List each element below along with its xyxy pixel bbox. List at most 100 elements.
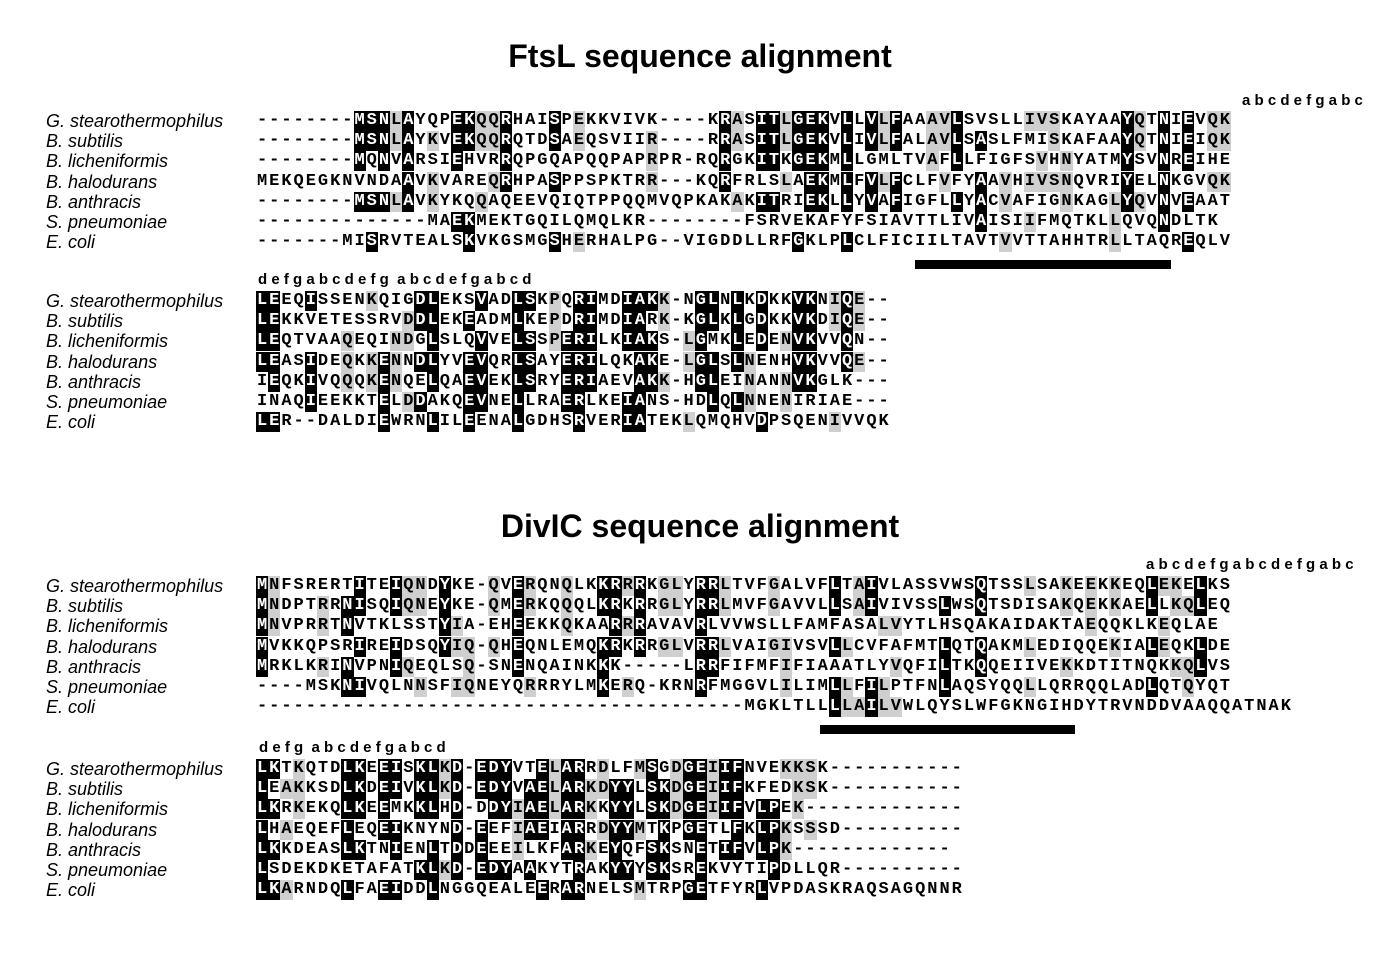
residue: - [915, 860, 926, 879]
residue: K [292, 799, 305, 820]
residue: A [1195, 191, 1206, 211]
residue: - [488, 697, 499, 717]
residue: - [342, 131, 353, 151]
residue: K [658, 799, 671, 820]
residue: A [633, 331, 646, 352]
species-label: G. stearothermophilus [46, 291, 224, 311]
residue: - [866, 331, 877, 351]
residue: T [281, 759, 292, 778]
residue: - [269, 111, 280, 130]
residue: Q [671, 191, 682, 211]
residue: T [427, 616, 438, 636]
residue: E [768, 779, 780, 799]
residue: K [622, 351, 633, 371]
residue: R [537, 677, 548, 696]
residue: S [646, 779, 659, 800]
residue: E [500, 392, 511, 411]
residue: S [963, 111, 975, 130]
residue: L [828, 596, 841, 617]
residue: N [341, 616, 354, 637]
residue: K [1171, 171, 1182, 191]
residue: S [659, 392, 670, 411]
residue: - [671, 171, 682, 191]
residue: S [548, 171, 561, 192]
residue: D [597, 759, 610, 779]
residue: R [572, 291, 586, 311]
residue: Y [621, 860, 634, 880]
residue: A [488, 291, 499, 310]
residue: I [865, 677, 878, 697]
residue: E [475, 759, 488, 779]
residue: C [988, 191, 999, 211]
residue: L [963, 151, 975, 171]
residue: E [841, 392, 853, 411]
residue: - [951, 759, 962, 778]
residue: T [915, 212, 926, 231]
residue: I [755, 111, 768, 131]
residue: V [354, 616, 365, 636]
residue: D [330, 779, 341, 799]
residue: A [731, 111, 744, 131]
residue: I [1024, 656, 1035, 676]
residue: A [1036, 616, 1048, 636]
residue: P [293, 596, 304, 616]
residue: I [561, 191, 572, 211]
residue: A [1073, 111, 1084, 130]
residue: I [890, 596, 901, 616]
residue: V [999, 232, 1012, 253]
residue: T [1244, 697, 1255, 717]
residue: Q [707, 151, 719, 171]
residue: K [1097, 576, 1109, 595]
residue: V [976, 232, 987, 252]
ftsl-transmembrane-bar [915, 260, 1171, 269]
residue: N [1134, 697, 1145, 717]
residue: L [670, 636, 683, 657]
residue: S [1048, 111, 1061, 131]
residue: P [525, 151, 536, 171]
residue: - [927, 839, 938, 859]
residue: V [451, 351, 463, 371]
residue: - [269, 232, 280, 252]
residue: E [804, 191, 817, 212]
residue: P [634, 232, 645, 252]
residue: - [951, 860, 962, 879]
residue: S [548, 131, 561, 152]
residue: - [317, 131, 329, 151]
residue: - [854, 839, 865, 859]
residue: - [915, 839, 926, 859]
residue: K [781, 311, 792, 331]
residue: Y [1085, 697, 1096, 717]
residue: Q [439, 371, 450, 391]
residue: E [378, 576, 390, 595]
residue: I [256, 392, 268, 411]
residue: R [378, 311, 390, 331]
residue: F [781, 232, 792, 252]
residue: L [755, 880, 768, 901]
residue: V [391, 311, 402, 331]
residue: - [878, 351, 889, 371]
residue: E [511, 636, 525, 657]
residue: K [1097, 596, 1109, 616]
residue: G [694, 331, 707, 352]
residue: G [403, 291, 414, 310]
residue: V [354, 171, 365, 191]
residue: A [402, 131, 415, 152]
residue: Y [963, 191, 975, 211]
residue: E [1097, 636, 1109, 656]
residue: E [572, 111, 586, 131]
residue: L [391, 392, 402, 411]
residue: S [427, 151, 438, 171]
residue: S [817, 880, 828, 900]
residue: H [561, 232, 572, 252]
residue: E [1182, 131, 1195, 152]
residue: E [768, 759, 780, 778]
residue: - [659, 212, 670, 231]
residue: F [939, 151, 950, 171]
residue: K [451, 596, 463, 616]
residue: - [305, 412, 316, 432]
residue: - [878, 799, 889, 819]
residue: Q [281, 371, 292, 391]
residue: F [500, 819, 511, 839]
residue: - [378, 212, 390, 231]
